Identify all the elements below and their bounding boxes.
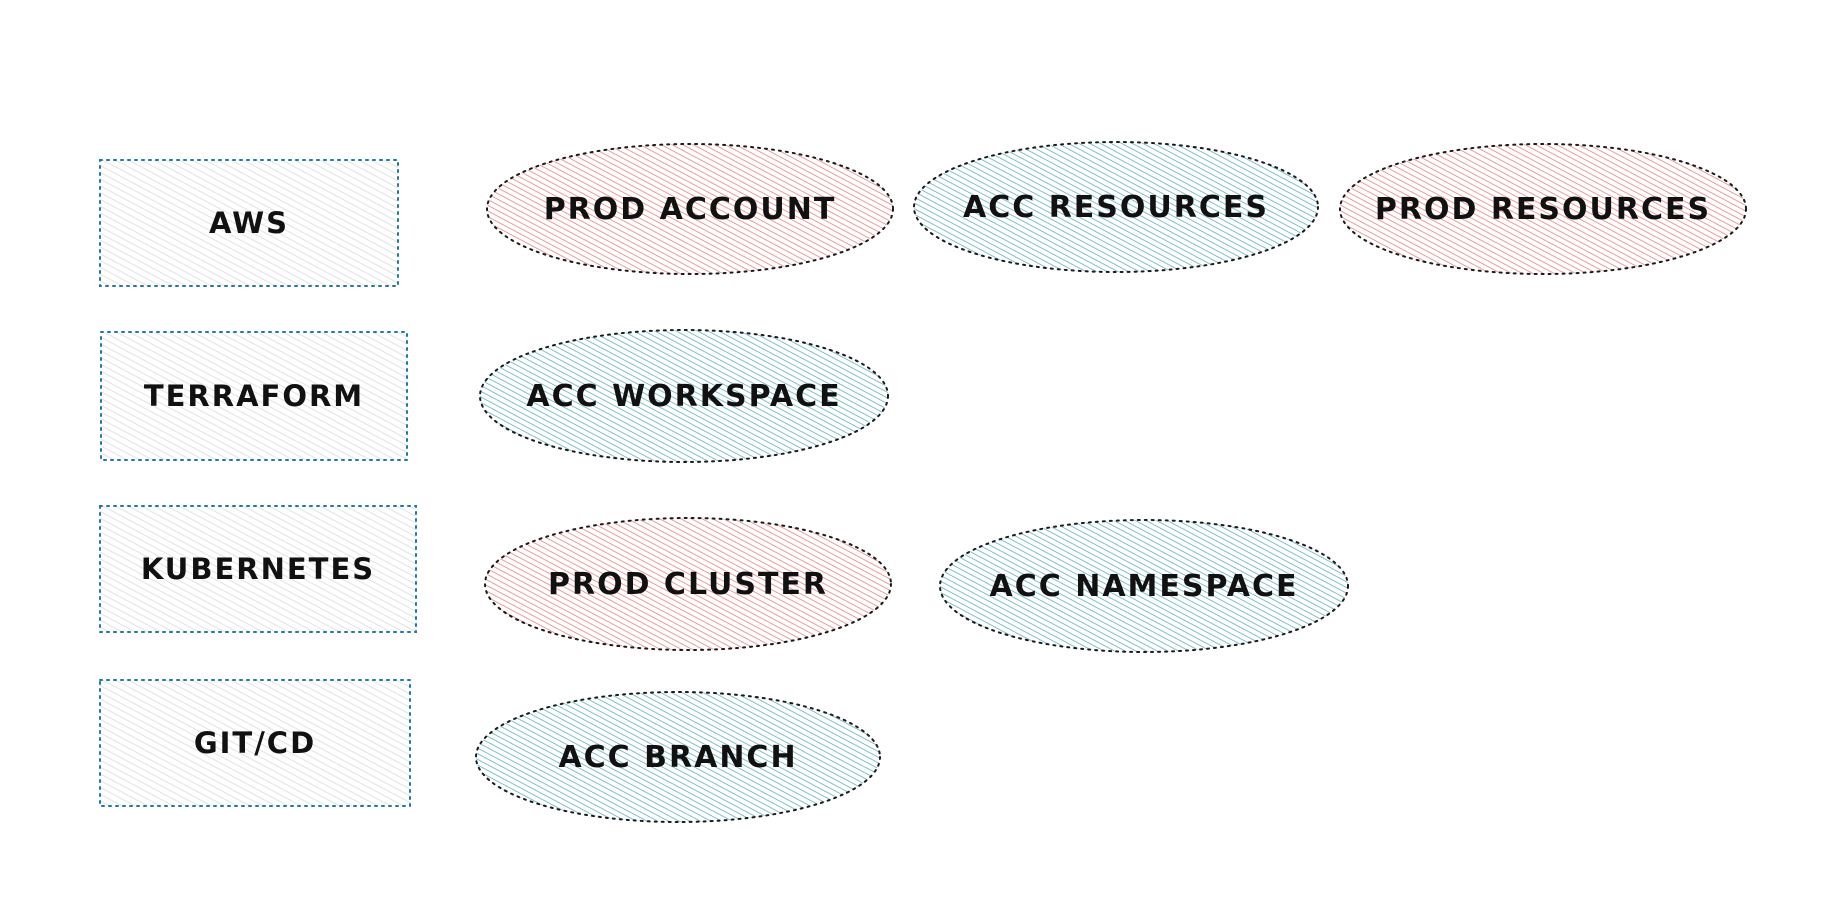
sketch-shape — [939, 519, 1349, 653]
platform-box-shape — [100, 331, 408, 461]
acc-ellipse-shape — [913, 141, 1319, 273]
platform-label: GIT/CD — [193, 726, 317, 760]
ellipse-label: ACC BRANCH — [558, 739, 798, 775]
ellipse-label: ACC WORKSPACE — [526, 378, 842, 414]
ellipse-label: PROD RESOURCES — [1374, 191, 1712, 227]
platform-label: KUBERNETES — [140, 552, 376, 586]
sketch-shape — [913, 141, 1319, 273]
sketch-shape — [99, 505, 417, 633]
platform-box-aws: AWS — [98, 158, 400, 288]
sketch-shape — [486, 143, 894, 275]
ellipse-prod-resources: PROD RESOURCES — [1338, 142, 1748, 276]
prod-ellipse-shape — [486, 143, 894, 275]
acc-ellipse-shape — [475, 691, 881, 823]
sketch-shape — [475, 691, 881, 823]
ellipse-acc-workspace: ACC WORKSPACE — [478, 328, 890, 464]
ellipse-prod-account: PROD ACCOUNT — [485, 142, 895, 276]
ellipse-prod-cluster: PROD CLUSTER — [483, 516, 893, 652]
platform-box-git-cd: GIT/CD — [98, 678, 412, 808]
ellipse-label: ACC RESOURCES — [963, 189, 1269, 225]
ellipse-acc-resources: ACC RESOURCES — [912, 140, 1320, 274]
sketch-shape — [99, 159, 399, 287]
platform-box-shape — [99, 505, 417, 633]
platform-box-kubernetes: KUBERNETES — [98, 504, 418, 634]
ellipse-acc-branch: ACC BRANCH — [474, 690, 882, 824]
prod-ellipse-shape — [484, 517, 892, 651]
platform-box-shape — [99, 159, 399, 287]
platform-box-shape — [99, 679, 411, 807]
ellipse-label: PROD ACCOUNT — [543, 191, 837, 227]
sketch-shape — [100, 331, 408, 461]
ellipse-acc-namespace: ACC NAMESPACE — [938, 518, 1350, 654]
sketch-shape — [479, 329, 889, 463]
platform-label: AWS — [208, 206, 289, 240]
sketch-shape — [99, 679, 411, 807]
sketch-shape — [1339, 143, 1747, 275]
prod-ellipse-shape — [1339, 143, 1747, 275]
platform-box-terraform: TERRAFORM — [99, 330, 409, 462]
acc-ellipse-shape — [479, 329, 889, 463]
sketch-shape — [484, 517, 892, 651]
platform-label: TERRAFORM — [143, 379, 365, 413]
acc-ellipse-shape — [939, 519, 1349, 653]
ellipse-label: ACC NAMESPACE — [989, 568, 1299, 604]
ellipse-label: PROD CLUSTER — [547, 566, 829, 602]
